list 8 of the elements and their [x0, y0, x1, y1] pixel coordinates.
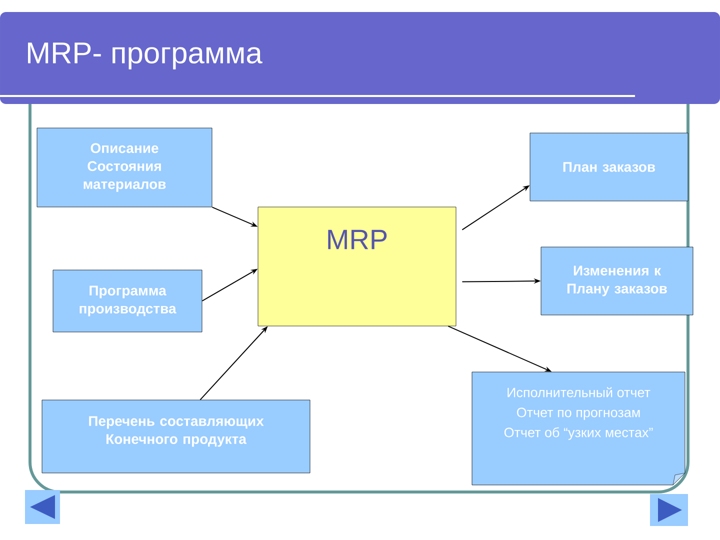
process-box: План заказов	[530, 132, 688, 202]
process-box: Программа производства	[52, 270, 202, 332]
process-box: Описание Состояния материалов	[36, 128, 212, 208]
process-box: Изменения к Плану заказов	[540, 246, 694, 316]
process-box: Перечень составляющих Конечного продукта	[42, 400, 310, 474]
note-box: Исполнительный отчет Отчет по прогнозам Отчет об “узких местах”	[472, 372, 686, 486]
process-box: MRP	[258, 206, 456, 326]
title: MRP- программа	[28, 42, 262, 70]
